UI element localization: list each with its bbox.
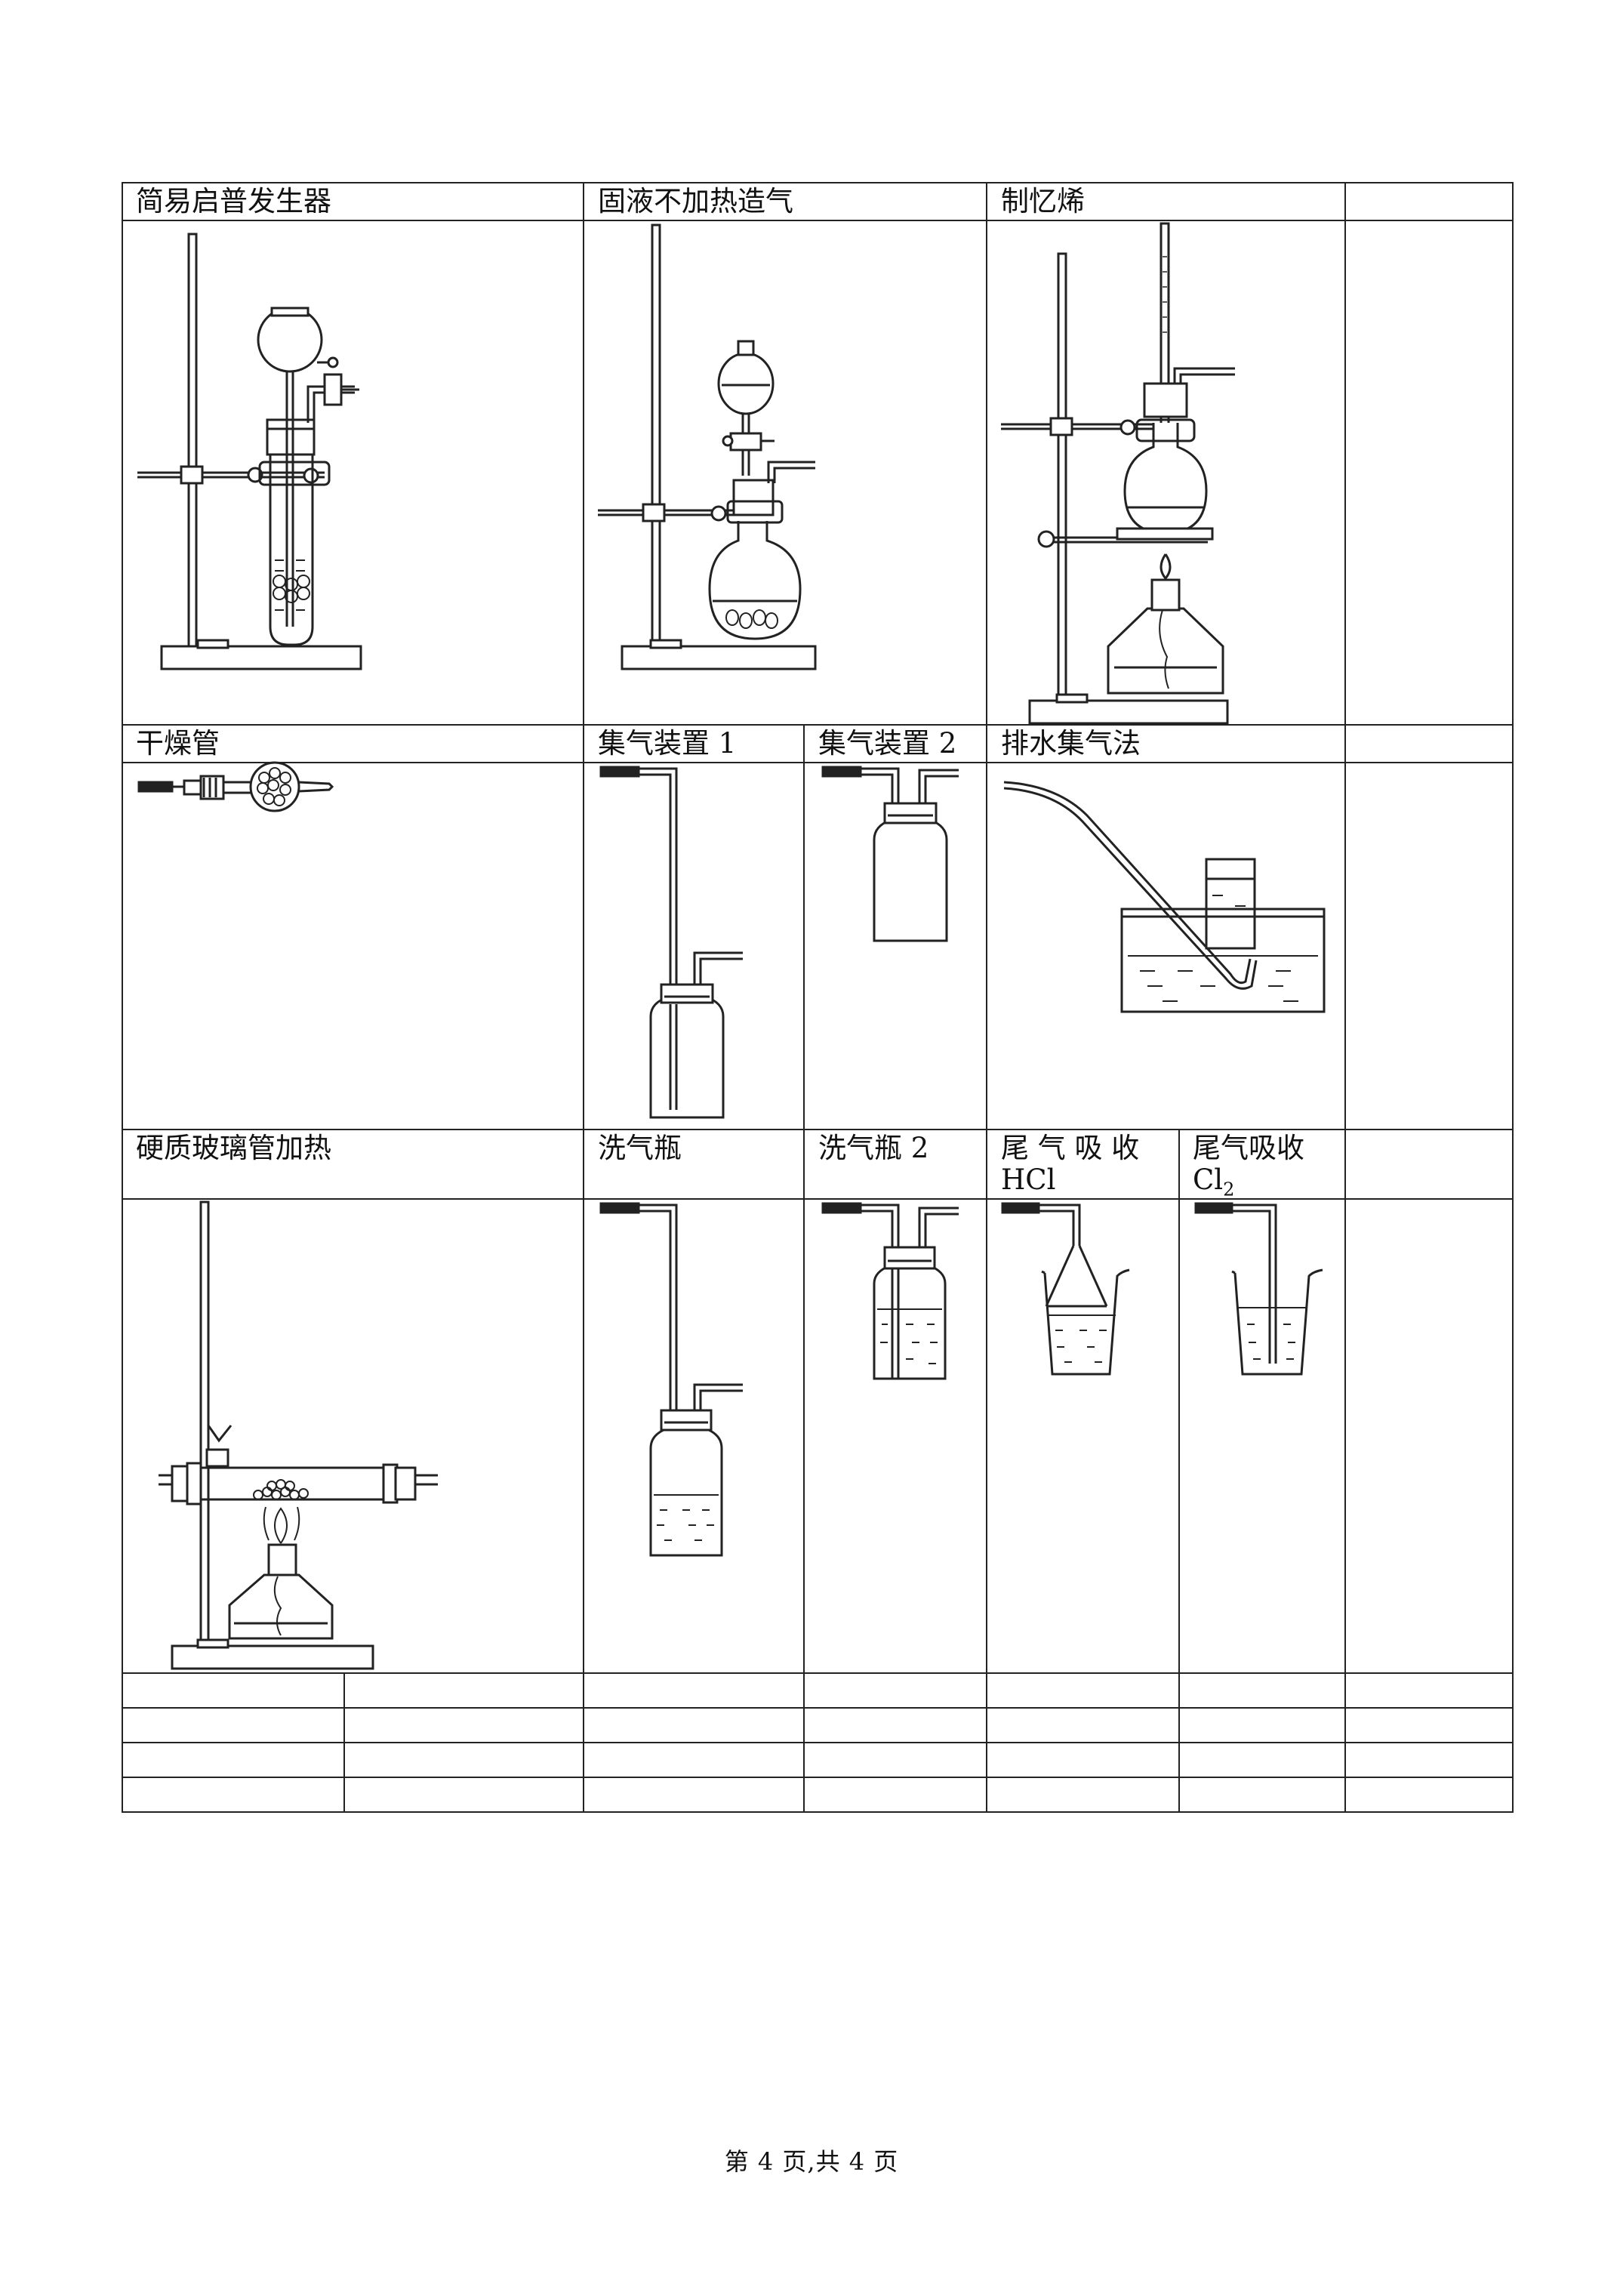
drying-tube-apparatus: [137, 761, 334, 812]
label-solid-liquid-no-heat: 固液不加热造气: [598, 185, 793, 217]
ethylene-prep-apparatus: [1001, 222, 1235, 725]
label-gas-collection-1: 集气装置 1: [598, 727, 737, 760]
gas-collection-2-apparatus: [821, 766, 959, 942]
label-tail-gas-hcl-line2: HCl: [1001, 1163, 1056, 1196]
solid-liquid-generator-apparatus: [598, 223, 817, 670]
gas-washing-bottle-2-apparatus: [821, 1202, 959, 1380]
label-drying-tube: 干燥管: [136, 727, 220, 760]
label-tail-gas-hcl-line1: 尾 气 吸 收: [1001, 1132, 1140, 1164]
gas-collection-1-apparatus: [599, 766, 743, 1119]
tail-gas-hcl-apparatus: [1001, 1202, 1130, 1376]
cl-subscript: 2: [1223, 1179, 1235, 1200]
label-hard-glass-tube-heating: 硬质玻璃管加热: [136, 1132, 331, 1164]
gas-washing-bottle-apparatus: [599, 1202, 743, 1557]
label-simple-kipp-generator: 简易启普发生器: [136, 185, 331, 217]
label-ethylene-prep: 制忆烯: [1001, 185, 1085, 217]
tail-gas-cl2-apparatus: [1194, 1202, 1323, 1376]
cl-text: Cl: [1193, 1163, 1224, 1196]
hard-glass-tube-heating-apparatus: [159, 1200, 438, 1670]
kipp-generator-apparatus: [137, 233, 362, 670]
label-tail-gas-cl2-line1: 尾气吸收: [1193, 1132, 1304, 1164]
label-tail-gas-cl2-line2: Cl2: [1193, 1164, 1234, 1205]
label-water-displacement: 排水集气法: [1001, 727, 1141, 760]
label-gas-washing-bottle-2: 洗气瓶 2: [818, 1132, 929, 1164]
water-displacement-apparatus: [1003, 781, 1326, 1013]
label-gas-collection-2: 集气装置 2: [818, 727, 957, 760]
label-gas-washing-bottle: 洗气瓶: [598, 1132, 682, 1164]
page-footer: 第 4 页,共 4 页: [724, 2147, 899, 2176]
